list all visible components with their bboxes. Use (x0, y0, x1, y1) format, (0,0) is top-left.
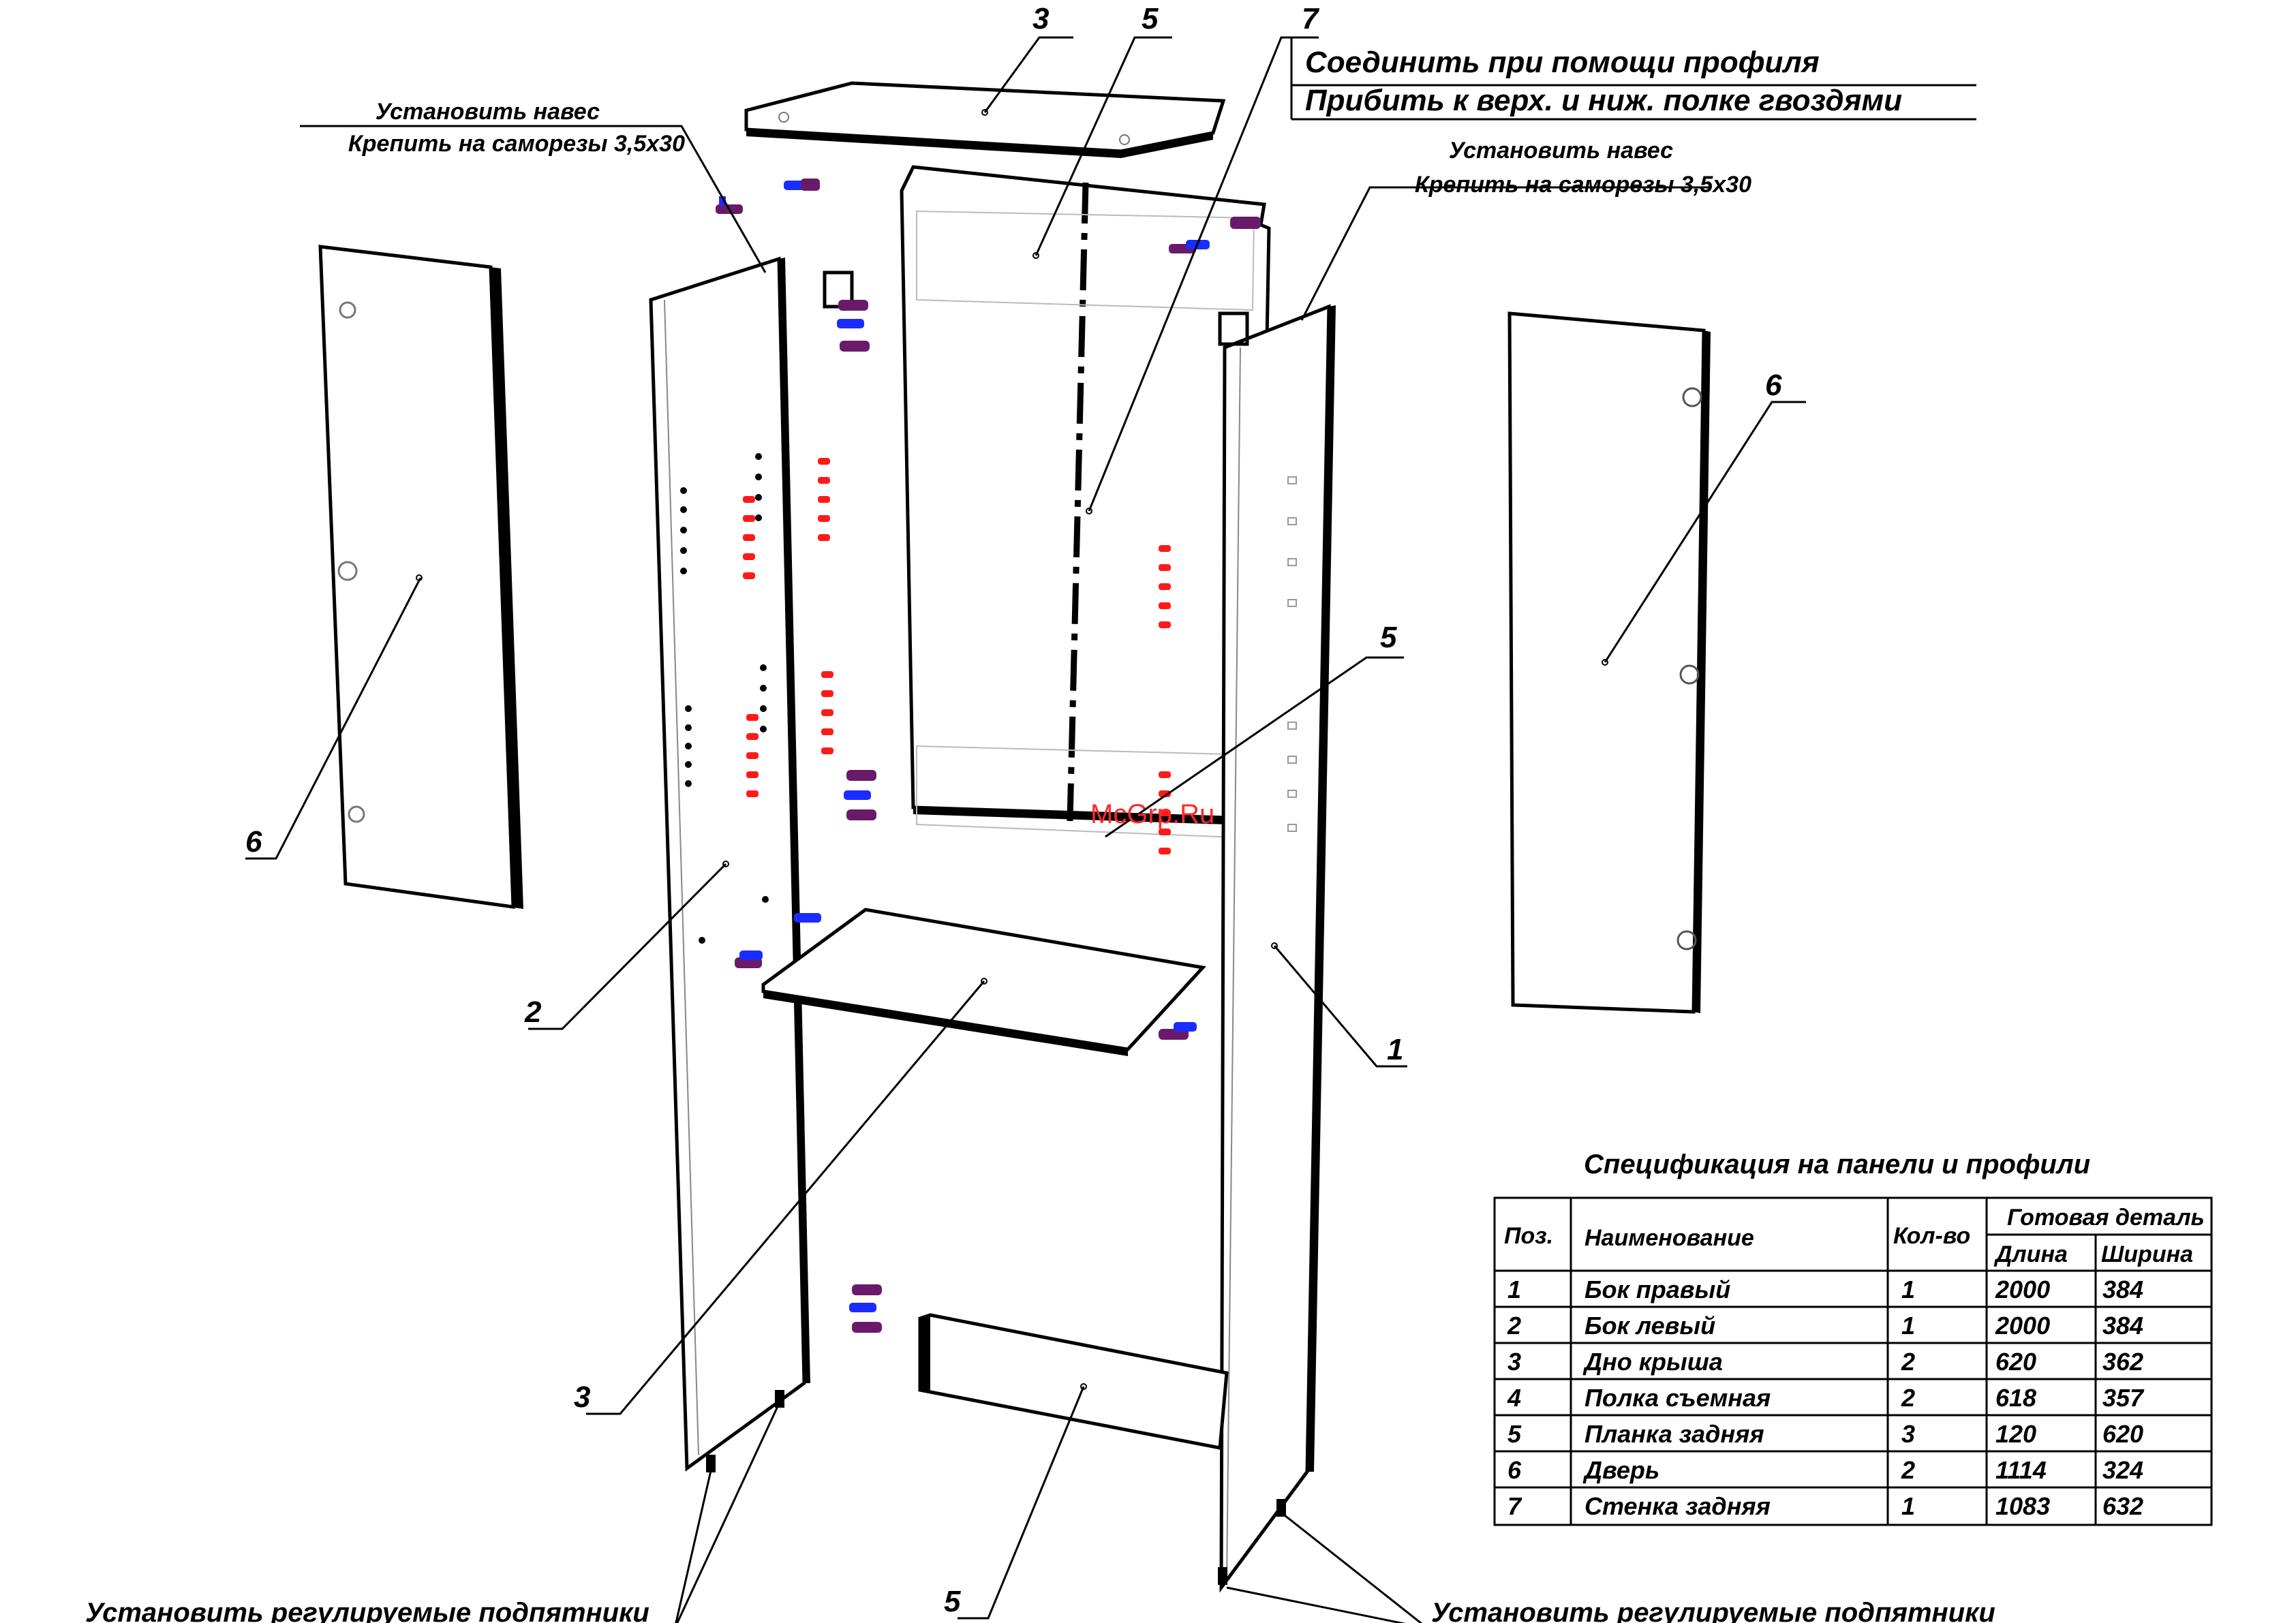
cell-pos: 1 (1507, 1276, 1521, 1303)
cell-qty: 2 (1901, 1456, 1915, 1484)
cell-length: 1083 (1995, 1492, 2050, 1520)
cell-width: 384 (2102, 1312, 2143, 1340)
cell-name: Стенка задняя (1585, 1492, 1771, 1520)
table-row: 1 Бок правый 1 2000 384 (1507, 1276, 2143, 1303)
cell-length: 620 (1995, 1348, 2036, 1376)
cell-length: 2000 (1995, 1312, 2050, 1340)
side-left (649, 256, 810, 1472)
back-wall (818, 165, 1271, 862)
cell-length: 1114 (1995, 1456, 2047, 1484)
cell-name: Планка задняя (1585, 1420, 1764, 1448)
cell-qty: 1 (1901, 1276, 1915, 1303)
callout-6-right: 6 (1765, 369, 1782, 402)
cell-pos: 4 (1507, 1384, 1521, 1412)
note-hinge-right-1: Установить навес (1449, 138, 1673, 164)
cell-length: 2000 (1995, 1276, 2050, 1303)
callout-2-side-left: 2 (524, 995, 542, 1029)
callout-3-shelf: 3 (574, 1380, 590, 1414)
cell-name: Дверь (1582, 1456, 1659, 1484)
cell-name: Бок правый (1585, 1276, 1730, 1303)
table-row: 2 Бок левый 1 2000 384 (1507, 1312, 2143, 1340)
table-row: 4 Полка съемная 2 618 357 (1507, 1384, 2145, 1412)
cell-width: 357 (2102, 1384, 2145, 1412)
spec-header-finished: Готовая деталь (2007, 1205, 2205, 1231)
note-hinge-right-2: Крепить на саморезы 3,5х30 (1415, 172, 1751, 198)
cell-pos: 7 (1507, 1492, 1522, 1520)
spec-table (1493, 1196, 2213, 1526)
spec-header-length: Длина (1993, 1241, 2068, 1267)
cell-qty: 2 (1901, 1348, 1915, 1376)
cell-width: 324 (2102, 1456, 2143, 1484)
callout-5-bottom: 5 (944, 1585, 961, 1618)
cell-qty: 1 (1901, 1492, 1915, 1520)
cell-qty: 1 (1901, 1312, 1915, 1340)
note-hinge-left-1: Установить навес (376, 99, 600, 125)
cell-name: Дно крыша (1582, 1348, 1723, 1376)
table-row: 5 Планка задняя 3 120 620 (1507, 1420, 2143, 1448)
cell-width: 632 (2102, 1492, 2143, 1520)
spec-header-qty: Кол-во (1893, 1223, 1970, 1249)
callout-7-top: 7 (1302, 2, 1320, 35)
spec-header-width: Ширина (2101, 1241, 2193, 1267)
note-profile-1: Соединить при помощи профиля (1305, 46, 1820, 79)
cell-pos: 6 (1507, 1456, 1522, 1484)
table-row: 7 Стенка задняя 1 1083 632 (1507, 1492, 2143, 1520)
cell-pos: 5 (1507, 1420, 1522, 1448)
note-feet-right: Установить регулируемые подпятники (1431, 1598, 1995, 1623)
note-feet-left: Установить регулируемые подпятники (85, 1598, 649, 1623)
callout-1-side-right: 1 (1387, 1033, 1403, 1066)
cell-width: 362 (2102, 1348, 2143, 1376)
callout-3-top: 3 (1032, 2, 1049, 35)
callout-5-mid: 5 (1380, 621, 1397, 654)
spec-rows: 1 Бок правый 1 2000 384 2 Бок левый 1 20… (1507, 1276, 2145, 1520)
spec-title: Спецификация на панели и профили (1584, 1149, 2090, 1179)
shelf (761, 908, 1206, 1056)
cell-name: Бок левый (1585, 1312, 1715, 1340)
fittings (716, 179, 1261, 1333)
spec-header-pos: Поз. (1504, 1223, 1553, 1249)
cell-length: 120 (1995, 1420, 2036, 1448)
table-row: 6 Дверь 2 1114 324 (1507, 1456, 2143, 1484)
top-panel (744, 81, 1226, 158)
note-hinge-left-2: Крепить на саморезы 3,5х30 (348, 131, 685, 157)
door-left (318, 245, 523, 909)
spec-header-name: Наименование (1585, 1225, 1754, 1251)
cell-pos: 3 (1507, 1348, 1521, 1376)
side-right (1218, 304, 1336, 1593)
door-right (1507, 311, 1711, 1014)
cell-width: 384 (2102, 1276, 2143, 1303)
bottom-plank (918, 1313, 1229, 1450)
cell-qty: 3 (1901, 1420, 1915, 1448)
cell-name: Полка съемная (1585, 1384, 1771, 1412)
watermark: McGrp.Ru (1090, 799, 1214, 829)
table-row: 3 Дно крыша 2 620 362 (1507, 1348, 2143, 1376)
note-profile-2: Прибить к верх. и ниж. полке гвоздями (1305, 84, 1902, 117)
callout-5-top: 5 (1142, 2, 1159, 35)
cell-qty: 2 (1901, 1384, 1915, 1412)
cell-length: 618 (1995, 1384, 2036, 1412)
cell-pos: 2 (1507, 1312, 1521, 1340)
cell-width: 620 (2102, 1420, 2143, 1448)
callout-6-left: 6 (245, 825, 262, 859)
leader-lines (245, 36, 1976, 1623)
